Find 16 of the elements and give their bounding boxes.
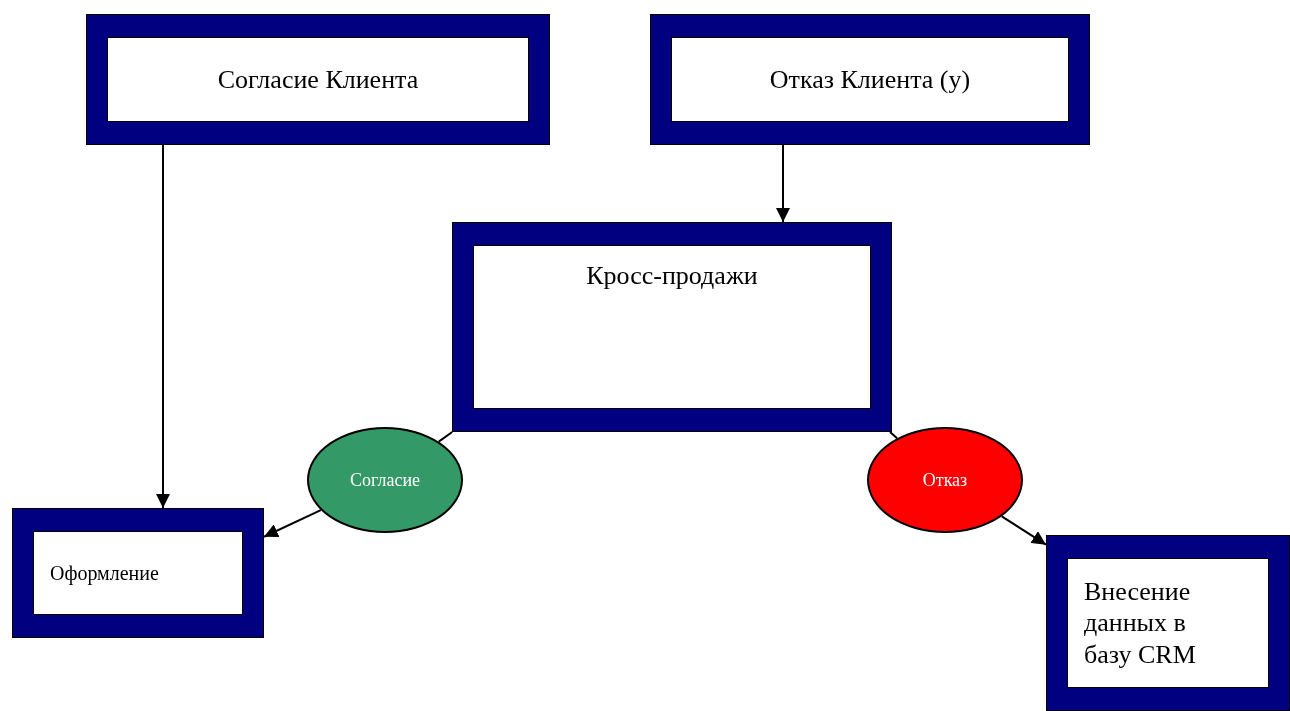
process-box [12,508,264,638]
arrow [776,144,790,223]
process-box [650,14,1090,145]
oval-label: Согласие [349,469,421,491]
arrow [263,509,322,538]
box-label: Кросс-продажи [586,260,758,292]
box-label: Оформление [50,561,159,585]
process-box [1046,535,1290,711]
box-label: Отказ Клиента (у) [769,63,971,96]
process-box [86,14,550,145]
box-label: Внесение данных в базу CRM [1084,576,1197,670]
arrow [1000,515,1047,546]
arrow [156,144,170,509]
process-box [452,222,892,432]
box-label: Согласие Клиента [217,63,419,96]
oval-label: Отказ [922,469,968,491]
